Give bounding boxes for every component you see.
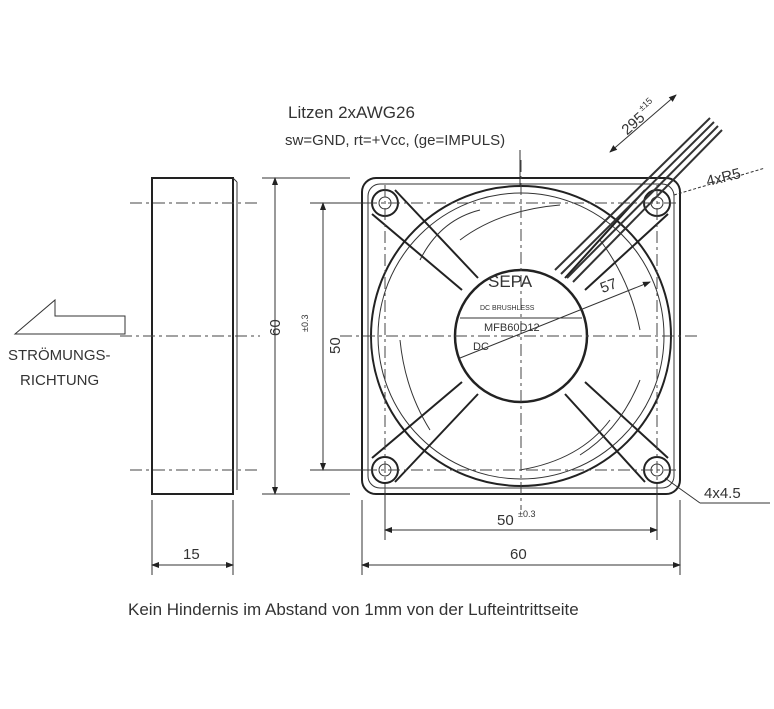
dc-label: DC (473, 341, 489, 353)
width-dims: 50 ±0.3 60 (361, 490, 681, 575)
wire-bundle (554, 117, 723, 283)
svg-text:50: 50 (327, 337, 344, 354)
wire-spec: Litzen 2xAWG26 (288, 103, 415, 122)
flow-label-2: RICHTUNG (20, 372, 99, 389)
svg-text:60: 60 (267, 319, 284, 336)
wire-length-dim: 295 ±15 (618, 96, 654, 139)
brand-label: SEPA (488, 272, 533, 291)
svg-text:±15: ±15 (636, 96, 654, 113)
svg-text:50: 50 (497, 512, 514, 529)
front-view (340, 117, 723, 510)
svg-text:295: 295 (618, 109, 648, 138)
height-dims: 60 50 ±0.3 (262, 177, 365, 495)
diameter-dim: 57 (598, 275, 619, 297)
diameter-dim-line (459, 281, 651, 359)
hole-note: 4x4.5 (704, 485, 741, 502)
side-view: 15 (120, 177, 260, 575)
radius-note: 4xR5 (704, 165, 742, 190)
flow-direction-arrow (13, 298, 126, 335)
svg-text:±0.3: ±0.3 (518, 509, 535, 519)
flow-label-1: STRÖMUNGS- (8, 346, 111, 364)
type-label: DC BRUSHLESS (480, 305, 535, 312)
wire-colors: sw=GND, rt=+Vcc, (ge=IMPULS) (285, 132, 505, 149)
svg-text:±0.3: ±0.3 (300, 315, 310, 332)
svg-text:60: 60 (510, 546, 527, 563)
model-label: MFB60D12 (484, 322, 540, 334)
depth-dim: 15 (183, 546, 200, 563)
caption: Kein Hindernis im Abstand von 1mm von de… (128, 600, 579, 619)
